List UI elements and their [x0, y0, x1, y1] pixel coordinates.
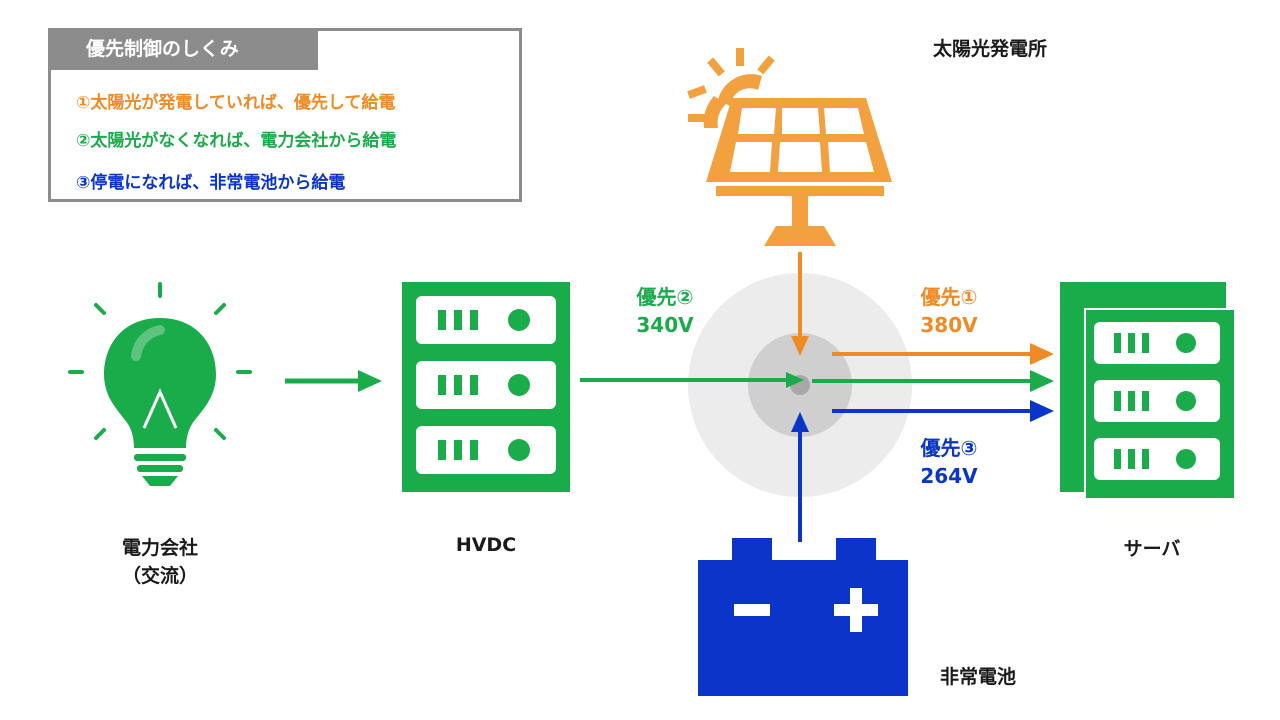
arrow-solar-to-hub: [791, 252, 809, 356]
priority-2-voltage: 340V: [636, 313, 694, 337]
priority-2-name: 優先②: [636, 285, 694, 309]
battery-icon: [698, 538, 908, 696]
power-company-name: 電力会社: [121, 537, 198, 559]
arrow-hub-to-server-blue: [832, 400, 1054, 422]
lightbulb-icon: [68, 282, 252, 486]
arrow-battery-to-hub: [791, 412, 809, 542]
priority-1-label: 優先① 380V: [894, 283, 1004, 339]
priority-3-name: 優先③: [920, 436, 978, 460]
server-icon: [1060, 282, 1234, 498]
arrow-hvdc-to-hub: [580, 372, 804, 388]
arrow-power-to-hvdc: [285, 370, 382, 392]
solar-plant-label: 太陽光発電所: [932, 38, 1047, 60]
arrow-hub-to-server-orange: [832, 343, 1054, 365]
solar-panel-icon: [687, 48, 892, 246]
hvdc-label: HVDC: [455, 534, 517, 556]
legend-line-battery: ③停電になれば、非常電池から給電: [76, 173, 346, 193]
power-company-label: 電力会社 （交流）: [100, 534, 220, 590]
battery-label: 非常電池: [939, 666, 1016, 688]
legend-line-solar: ①太陽光が発電していれば、優先して給電: [76, 93, 396, 113]
arrow-hub-to-server-green: [812, 370, 1054, 392]
power-company-type: （交流）: [121, 565, 198, 587]
priority-1-name: 優先①: [920, 285, 978, 309]
priority-3-voltage: 264V: [920, 464, 978, 488]
hvdc-server-icon: [402, 282, 570, 492]
legend-line-grid: ②太陽光がなくなれば、電力会社から給電: [76, 131, 397, 151]
priority-2-label: 優先② 340V: [610, 283, 720, 339]
server-label: サーバ: [1123, 538, 1181, 560]
priority-1-voltage: 380V: [920, 313, 978, 337]
legend-title: 優先制御のしくみ: [48, 28, 318, 70]
priority-3-label: 優先③ 264V: [894, 434, 1004, 490]
